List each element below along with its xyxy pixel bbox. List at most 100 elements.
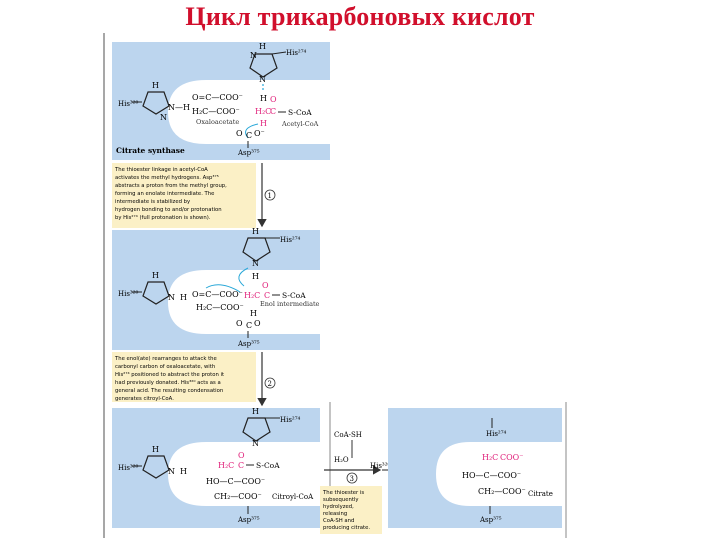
step-2-badge — [264, 377, 276, 389]
imidazole-ring-his320 — [142, 91, 170, 115]
note-1-line-2: activates the methyl hydrogens. Asp³⁷⁵ — [115, 174, 219, 181]
citrate-hoc: HO—C—COO⁻ — [462, 471, 521, 480]
oxaloacetate-row-2-2: H₂C—COO⁻ — [196, 303, 244, 312]
his274-n-3: N — [252, 439, 259, 448]
enol-c: C — [264, 291, 270, 300]
acetyl-o: O — [270, 95, 277, 104]
citroyl-h2c: H₂C — [218, 461, 234, 470]
oxaloacetate-label: Oxaloacetate — [196, 118, 239, 126]
slide-title: Цикл трикарбоновых кислот — [185, 2, 535, 31]
acetyl-c: C — [270, 107, 276, 116]
asp375-o1-2: O — [236, 319, 243, 328]
coash-label: CoA-SH — [334, 431, 362, 439]
his274-h-2: H — [252, 227, 259, 236]
citroyl-ch2coo: CH₂—COO⁻ — [214, 492, 262, 501]
oxaloacetate-row-1-2: O=C—COO⁻ — [192, 290, 243, 299]
asp375-o2: O⁻ — [254, 129, 265, 138]
enzyme-pocket-2 — [112, 230, 320, 350]
enzyme-pocket-4 — [388, 408, 562, 528]
his320-h-top: H — [152, 81, 159, 90]
his274-label: His²⁷⁴ — [286, 49, 307, 57]
citroyl-o: O — [238, 451, 245, 460]
enzyme-label: Citrate synthase — [116, 146, 185, 155]
note-2-line-2: carbonyl carbon of oxaloacetate, with — [115, 364, 215, 370]
note-3-box — [320, 486, 382, 534]
enol-scoa: S-CoA — [282, 291, 306, 300]
note-3-line-4: releasing — [323, 511, 347, 517]
asp375-label-4: Asp³⁷⁵ — [479, 516, 502, 524]
note-1-line-4: forming an enolate intermediate. The — [115, 191, 214, 197]
note-3: The thioester is subsequently hydrolyzed… — [320, 486, 382, 534]
panel-3-citroyl-coa: H N His²⁷⁴ H N H His³²⁰ O H₂C C S-CoA HO… — [112, 407, 320, 528]
his320-nh: N—H — [168, 103, 190, 112]
oxaloacetate-row-1: O=C—COO⁻ — [192, 93, 243, 102]
note-2-line-5: general acid. The resulting condensation — [115, 388, 223, 394]
step-1-number: 1 — [268, 192, 272, 200]
imidazole-ring-his320-3 — [142, 455, 170, 479]
arrow-his274-2 — [238, 267, 249, 287]
note-1: The thioester linkage in acetyl-CoA acti… — [112, 163, 256, 228]
his320-n-2: N — [168, 293, 175, 302]
his274-n-2: N — [252, 259, 259, 268]
panel-1-citrate-synthase-active-site: H N N His²⁷⁴ H H N N—H His³²⁰ O=C—COO⁻ H… — [112, 42, 330, 160]
note-3-line-5: CoA-SH and — [323, 518, 354, 524]
his320-h-top-3: H — [152, 445, 159, 454]
note-2-box — [112, 352, 256, 402]
note-1-line-7: by His²⁷⁴ (full protonation is shown). — [115, 214, 211, 221]
note-1-line-1: The thioester linkage in acetyl-CoA — [114, 167, 208, 173]
step-3-badge — [346, 472, 358, 484]
panel-2-enol-intermediate: H N His²⁷⁴ H O H N H His³²⁰ O=C—COO⁻ H₂C… — [112, 227, 320, 350]
enol-intermediate-label: Enol intermediate — [260, 300, 320, 308]
enzyme-pocket-3 — [112, 408, 320, 528]
asp375-label: Asp³⁷⁵ — [237, 149, 260, 157]
acetyl-h: H — [260, 119, 267, 128]
note-3-line-3: hydrolyzed, — [323, 504, 354, 510]
imidazole-ring-his274 — [249, 53, 278, 78]
note-3-line-6: producing citrate. — [323, 525, 370, 531]
asp375-label-3: Asp³⁷⁵ — [237, 516, 260, 524]
asp375-o1: O — [236, 129, 243, 138]
note-2-line-1: The enol(ate) rearranges to attack the — [114, 356, 217, 362]
his320-label-mid: His³²⁰ — [370, 462, 391, 470]
note-1-box — [112, 163, 256, 228]
citrate-coo: COO⁻ — [500, 453, 523, 462]
step-2-number: 2 — [268, 380, 272, 388]
note-1-line-5: intermediate is stabilized by — [115, 199, 190, 205]
his320-h-3: H — [180, 467, 187, 476]
his320-h-top-2: H — [152, 271, 159, 280]
his274-h: H — [259, 42, 266, 51]
citrate-h2c: H₂C — [482, 453, 498, 462]
arrow-enol-attack — [205, 284, 241, 293]
note-1-line-6: hydrogen bonding to and/or protonation — [115, 207, 222, 213]
note-3-line-1: The thioester is — [322, 490, 364, 496]
note-2-line-6: generates citroyl-CoA. — [115, 396, 174, 402]
asp375-h-2: H — [250, 309, 257, 318]
citroyl-c: C — [238, 461, 244, 470]
his274-n-lower: N — [259, 75, 266, 84]
note-3-line-2: subsequently — [323, 497, 359, 503]
enzyme-pocket-1 — [112, 42, 330, 160]
his274-h-3: H — [252, 407, 259, 416]
his274-label-2: His²⁷⁴ — [280, 236, 301, 244]
note-2-line-3: His²⁷⁴ positioned to abstract the proton… — [115, 371, 224, 378]
panel-4-citrate: His²⁷⁴ H₂C COO⁻ HO—C—COO⁻ CH₂—COO⁻ Citra… — [388, 402, 567, 538]
asp375-o2-2: O — [254, 319, 261, 328]
imidazole-ring-his274-2 — [242, 237, 271, 262]
his320-n: N — [160, 113, 167, 122]
oxaloacetate-row-2: H₂C—COO⁻ — [192, 107, 240, 116]
his274-label-3: His²⁷⁴ — [280, 416, 301, 424]
bridge-h-2: H — [252, 272, 259, 281]
bridge-o-2: O — [262, 281, 269, 290]
imidazole-ring-his274-3 — [242, 417, 271, 442]
step-3-number: 3 — [350, 475, 354, 483]
his274-n-upper: N — [250, 51, 257, 60]
his320-label-3: His³²⁰ — [118, 464, 139, 472]
asp375-c: C — [246, 131, 252, 140]
his320-label-2: His³²⁰ — [118, 290, 139, 298]
bridge-h: H — [260, 94, 267, 103]
enol-h2c: H₂C — [244, 291, 260, 300]
acetyl-scoa: S-CoA — [288, 108, 312, 117]
his320-n-3: N — [168, 467, 175, 476]
citroyl-hoc: HO—C—COO⁻ — [206, 477, 265, 486]
